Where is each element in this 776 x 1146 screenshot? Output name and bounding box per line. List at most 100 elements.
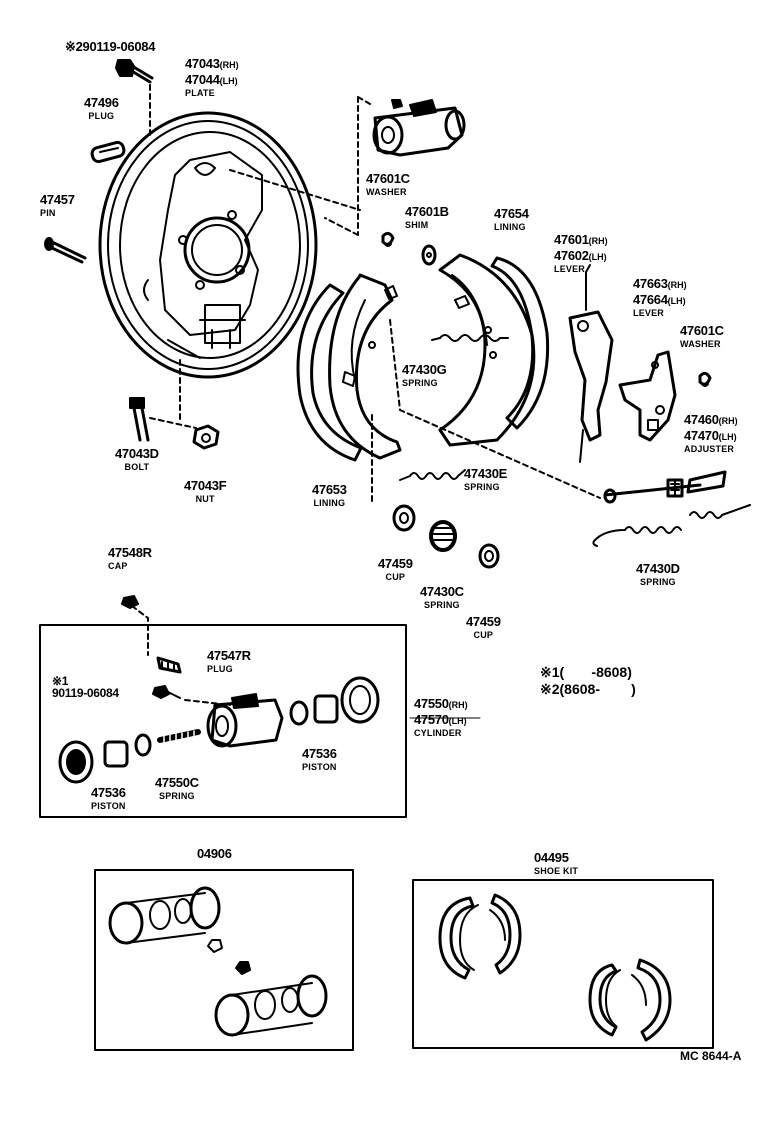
part-name: WASHER [366, 187, 407, 197]
label-47043F: 47043F NUT [184, 478, 227, 504]
reference-code: MC 8644-A [680, 1049, 742, 1063]
bolt-90119-drawing [115, 59, 154, 139]
part-number: 47457 [40, 192, 75, 207]
part-name: PLUG [88, 111, 115, 121]
part-number: 47547R [207, 648, 251, 663]
label-47536-right: 47536 PISTON [302, 746, 337, 772]
label-90119-top: ※290119-06084 [65, 39, 155, 55]
part-number: 47536 [302, 746, 337, 761]
part-number: 47536 [91, 785, 126, 800]
part-number: 47602 [554, 248, 589, 263]
part-number: 47043 [185, 56, 220, 71]
part-number: 47430E [464, 466, 508, 481]
spring-47550C-drawing [157, 729, 201, 745]
cylinder-kit-box [94, 869, 354, 1051]
label-90119-inner: ※1 90119-06084 [52, 675, 119, 699]
label-47547R: 47547R PLUG [207, 648, 251, 674]
plug-47496-drawing [90, 140, 126, 164]
part-name: PLUG [207, 664, 233, 674]
part-number: 47430D [636, 561, 680, 576]
spring-47430D-drawing [592, 504, 751, 547]
part-name: SPRING [640, 577, 676, 587]
label-47601C-right: 47601C WASHER [680, 323, 724, 349]
part-mark: ※1 [52, 674, 69, 688]
label-47601-47602: 47601(RH) 47602(LH) LEVER [554, 232, 608, 274]
adjuster-47460-drawing [603, 470, 727, 504]
part-name: ADJUSTER [684, 444, 735, 454]
part-number: 90119-06084 [52, 686, 119, 700]
part-number: 47459 [466, 614, 501, 629]
label-47601B: 47601B SHIM [405, 204, 449, 230]
part-suffix: (RH) [448, 700, 468, 710]
wheel-cylinder-drawing [206, 693, 284, 748]
legend: ※1( -8608) ※2(8608- ) [540, 665, 636, 696]
bolt-90119-inner-drawing [152, 685, 231, 706]
spring-47430E-drawing [399, 469, 466, 481]
part-number: 47570 [414, 712, 449, 727]
part-suffix: (RH) [219, 60, 239, 70]
part-name: SHIM [405, 220, 429, 230]
plug-47547R-drawing [156, 656, 182, 674]
part-name: PISTON [91, 801, 126, 811]
part-name: SPRING [464, 482, 500, 492]
lining-47654-drawing [438, 253, 550, 447]
lever-47601-drawing [568, 264, 614, 463]
part-number: 47663 [633, 276, 668, 291]
part-number: 47653 [312, 482, 347, 497]
part-name: LINING [494, 222, 526, 232]
part-number: 47654 [494, 206, 529, 221]
cup-47459-a-drawing [392, 504, 416, 532]
piston-47536-left-drawing [58, 733, 152, 784]
label-47043-47044: 47043(RH) 47044(LH) PLATE [185, 56, 239, 98]
spring-47430G-drawing [431, 334, 509, 342]
part-number: ※290119-06084 [65, 39, 156, 54]
part-name: SHOE KIT [534, 866, 579, 876]
part-number: 47601C [366, 171, 410, 186]
part-name: CYLINDER [414, 728, 462, 738]
part-suffix: (LH) [718, 432, 737, 442]
label-47550C: 47550C SPRING [155, 775, 199, 801]
piston-47536-right-drawing [289, 676, 380, 726]
part-name: LEVER [633, 308, 665, 318]
part-name: SPRING [402, 378, 438, 388]
washer-47601C-drawing [381, 231, 395, 247]
part-name: CUP [385, 572, 406, 582]
legend-line-2: ※2(8608- ) [540, 681, 636, 697]
part-name: CUP [473, 630, 494, 640]
part-name: LINING [313, 498, 346, 508]
part-number: 47043F [184, 478, 227, 493]
label-47043D: 47043D BOLT [115, 446, 159, 472]
label-04906: 04906 [197, 846, 232, 862]
part-name: PIN [40, 208, 56, 218]
shoe-kit-drawing [438, 893, 672, 1042]
part-suffix: (LH) [448, 716, 467, 726]
shim-47601B-drawing [421, 244, 437, 266]
label-47430E: 47430E SPRING [464, 466, 507, 492]
label-47653: 47653 LINING [312, 482, 347, 508]
part-number: 47601 [554, 232, 589, 247]
label-47601C-top: 47601C WASHER [366, 171, 410, 197]
part-name: WASHER [680, 339, 721, 349]
legend-line-1: ※1( -8608) [540, 664, 632, 680]
part-suffix: (LH) [219, 76, 238, 86]
part-number: 47550C [155, 775, 199, 790]
label-04495: 04495 SHOE KIT [534, 850, 578, 876]
part-number: 47664 [633, 292, 668, 307]
part-name: SPRING [159, 791, 195, 801]
shoe-kit-box [412, 879, 714, 1049]
part-name: CAP [108, 561, 128, 571]
part-name: PISTON [302, 762, 337, 772]
part-number: 47601B [405, 204, 449, 219]
backing-plate-drawing [98, 111, 318, 379]
part-suffix: (RH) [667, 280, 687, 290]
part-name: PLATE [185, 88, 215, 98]
part-number: 47430G [402, 362, 447, 377]
part-number: 47496 [84, 95, 119, 110]
part-number: 47460 [684, 412, 719, 427]
lever-47663-drawing [618, 350, 677, 442]
cup-47459-b-drawing [478, 543, 500, 569]
label-47459-a: 47459 CUP [378, 556, 413, 582]
label-47663-47664: 47663(RH) 47664(LH) LEVER [633, 276, 687, 318]
spring-47430C-drawing [429, 520, 457, 552]
